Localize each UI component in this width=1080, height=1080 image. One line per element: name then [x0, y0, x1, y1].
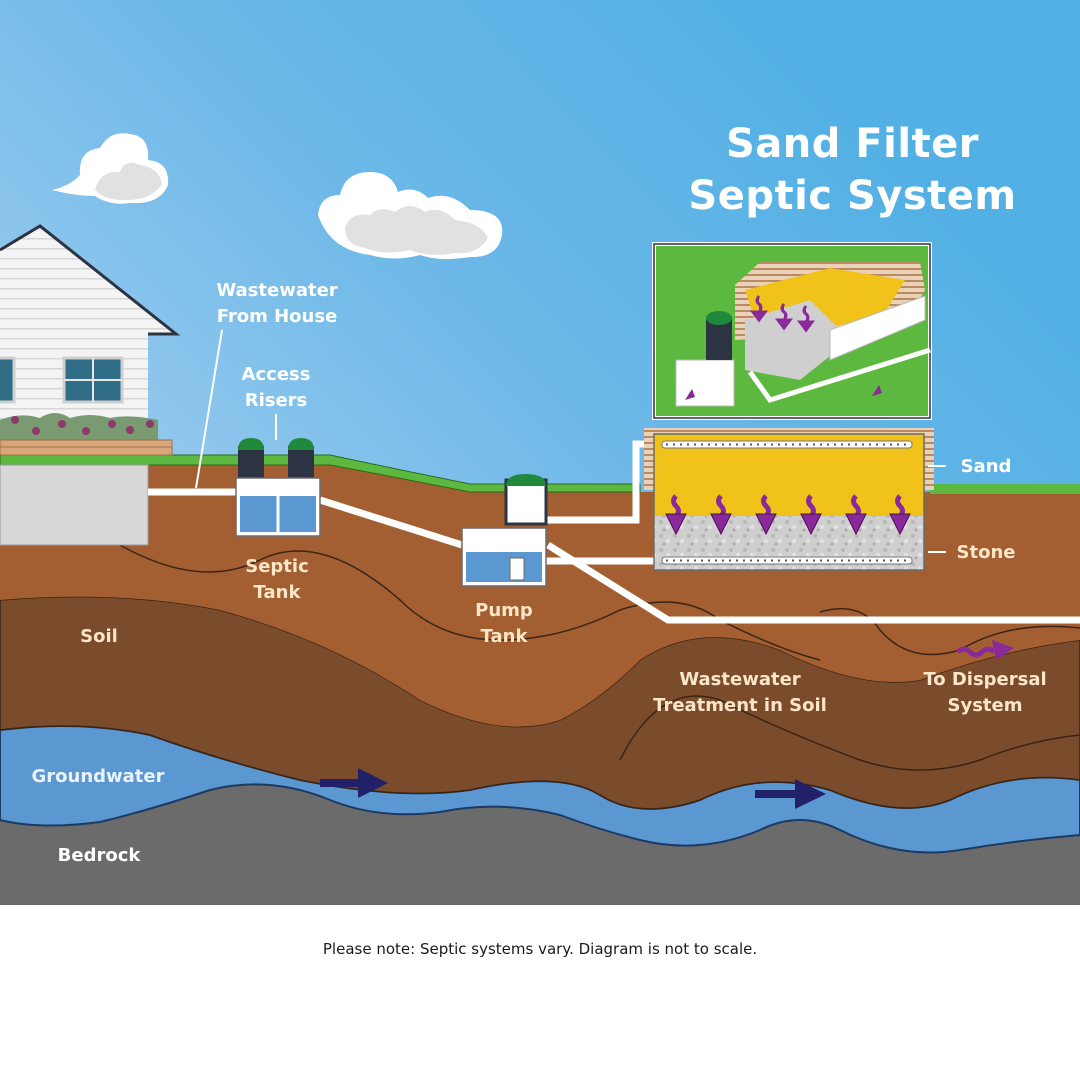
wavy-down-arrow-icon	[889, 494, 911, 536]
wavy-down-arrow-icon	[800, 494, 822, 536]
title-line-2: Septic System	[688, 173, 1017, 219]
soil-contour	[619, 695, 1080, 771]
wavy-down-arrow-icon	[665, 494, 687, 536]
house	[0, 224, 181, 546]
wavy-down-arrow-icon	[755, 494, 777, 536]
sand-filter	[644, 428, 946, 571]
flower-bed	[0, 413, 158, 440]
label-sand: Sand	[961, 456, 1012, 477]
label-stone: Stone	[957, 542, 1016, 563]
cloud-icon	[52, 133, 169, 204]
wavy-down-arrow-icon	[845, 494, 867, 536]
cloud-icon	[318, 172, 503, 260]
window	[0, 356, 16, 404]
footnote: Please note: Septic systems vary. Diagra…	[322, 940, 758, 958]
soil-contour	[819, 607, 1080, 656]
grass-right	[930, 484, 1080, 494]
label-groundwater: Groundwater	[32, 766, 165, 787]
label-bedrock: Bedrock	[58, 845, 142, 866]
label-soil: Soil	[80, 626, 118, 647]
title-line-1: Sand Filter	[725, 121, 980, 167]
grass	[0, 454, 641, 493]
inset-illustration	[652, 242, 932, 420]
wavy-down-arrow-icon	[710, 494, 732, 536]
leader-line	[195, 329, 223, 489]
right-arrow-icon	[320, 768, 388, 798]
septic-tank	[235, 438, 321, 537]
right-arrow-icon	[755, 779, 826, 809]
page-title: Sand Filter Septic System	[680, 118, 1025, 222]
pump-tank	[461, 474, 548, 587]
wavy-right-arrow-icon	[956, 640, 1014, 660]
